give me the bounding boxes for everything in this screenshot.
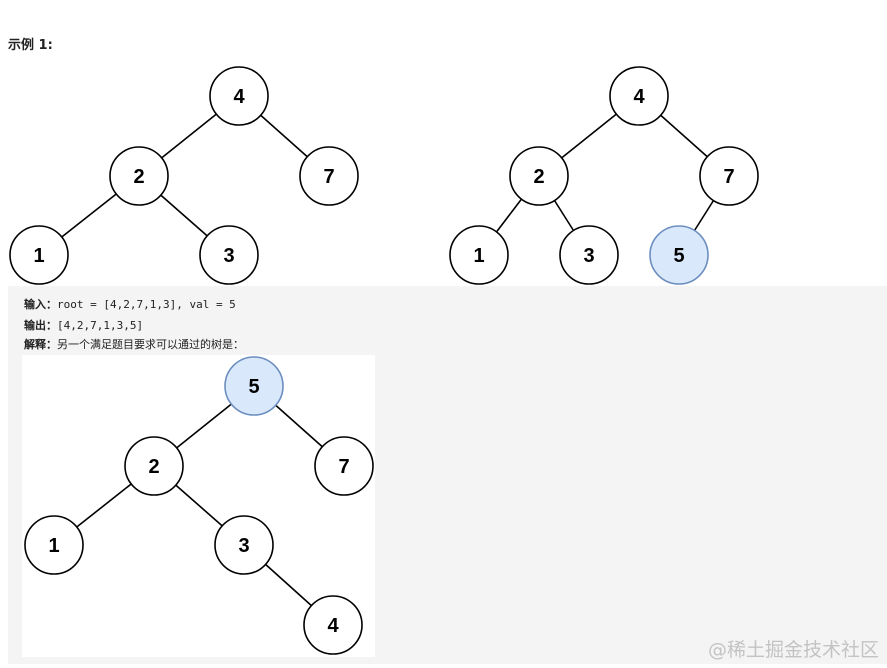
- original-tree: 4 2 7 1 3: [9, 66, 359, 285]
- input-label: 输入：: [24, 298, 57, 311]
- tree-edge: [275, 404, 323, 448]
- tree-node: [109, 146, 169, 206]
- tree-node: [24, 515, 84, 575]
- tree-edge: [76, 483, 132, 528]
- tree-node-label: 2: [148, 456, 159, 478]
- tree-node: [509, 146, 569, 206]
- tree-node: [609, 66, 669, 126]
- tree-edge: [176, 403, 232, 449]
- tree-edge: [61, 193, 117, 238]
- tree-node-label: 5: [673, 245, 684, 267]
- tree-node-label: 7: [338, 456, 349, 478]
- tree-edge: [161, 113, 217, 159]
- watermark: @稀土掘金技术社区: [707, 639, 879, 661]
- tree-edge: [561, 113, 617, 159]
- output-label: 输出：: [24, 319, 57, 332]
- tree-node: [449, 225, 509, 285]
- explain-line: 解释：另一个满足题目要求可以通过的树是：: [24, 336, 244, 352]
- tree-node: [699, 146, 759, 206]
- tree-edge: [495, 198, 523, 233]
- tree-node-label: 2: [533, 166, 544, 188]
- example-title: 示例 1:: [8, 38, 53, 53]
- input-value: root = [4,2,7,1,3], val = 5: [57, 298, 236, 311]
- tree-edge: [265, 563, 312, 607]
- tree-node-label: 3: [223, 245, 234, 267]
- explain-label: 解释：: [24, 338, 57, 351]
- tree-node: [199, 225, 259, 285]
- tree-node: [9, 225, 69, 285]
- highlighted-tree-node: [649, 225, 709, 285]
- tree-edge: [660, 114, 708, 158]
- input-line: 输入：root = [4,2,7,1,3], val = 5: [24, 296, 236, 312]
- tree-edge: [553, 200, 575, 231]
- tree-node-label: 1: [473, 245, 484, 267]
- tree-node: [559, 225, 619, 285]
- tree-node-label: 7: [323, 166, 334, 188]
- tree-edge: [175, 484, 223, 527]
- tree-node-label: 7: [723, 166, 734, 188]
- tree-node: [314, 436, 374, 496]
- output-value: [4,2,7,1,3,5]: [57, 319, 144, 332]
- alternative-tree: 5 2 7 1 3 4: [24, 356, 374, 655]
- output-line: 输出：[4,2,7,1,3,5]: [24, 317, 143, 333]
- tree-node-label: 2: [133, 166, 144, 188]
- tree-node-label: 5: [248, 376, 259, 398]
- highlighted-tree-node: [224, 356, 284, 416]
- tree-node-label: 1: [48, 535, 59, 557]
- tree-node: [303, 595, 363, 655]
- explain-value: 另一个满足题目要求可以通过的树是：: [57, 338, 244, 351]
- tree-node-label: 4: [233, 86, 245, 108]
- tree-node: [124, 436, 184, 496]
- tree-node: [299, 146, 359, 206]
- tree-edge: [260, 114, 308, 158]
- tree-node: [209, 66, 269, 126]
- tree-node-label: 4: [633, 86, 645, 108]
- tree-edge: [693, 200, 715, 231]
- tree-node-label: 3: [583, 245, 594, 267]
- tree-node: [214, 515, 274, 575]
- tree-node-label: 4: [327, 615, 339, 637]
- tree-node-label: 3: [238, 535, 249, 557]
- tree-node-label: 1: [33, 245, 44, 267]
- tree-edge: [160, 194, 208, 237]
- inserted-tree: 4 2 7 1 3 5: [449, 66, 759, 285]
